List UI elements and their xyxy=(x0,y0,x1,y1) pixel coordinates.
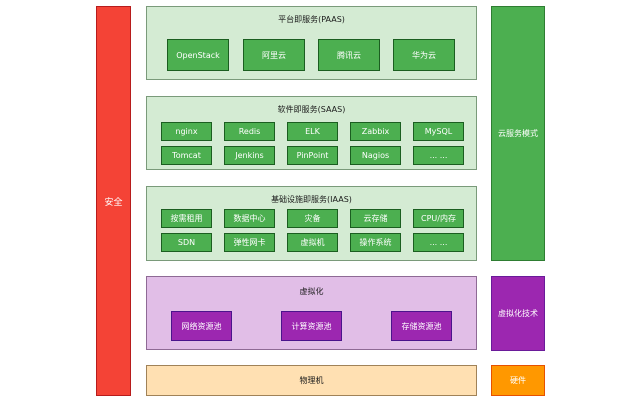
saas-title: 软件即服务(SAAS) xyxy=(277,105,346,114)
saas-item: PinPoint xyxy=(287,146,338,165)
hardware-label: 硬件 xyxy=(510,376,526,385)
saas-item: MySQL xyxy=(413,122,464,141)
saas-item: Nagios xyxy=(350,146,401,165)
virtualization-layer: 虚拟化 网络资源池 计算资源池 存储资源池 xyxy=(146,276,477,350)
iaas-item: 按需租用 xyxy=(161,209,212,228)
paas-title: 平台即服务(PAAS) xyxy=(278,15,345,24)
paas-item-huawei-cloud: 华为云 xyxy=(393,39,455,71)
virtualization-tech-label: 虚拟化技术 xyxy=(498,309,538,318)
saas-layer: 软件即服务(SAAS) nginx Redis ELK Zabbix MySQL… xyxy=(146,96,477,170)
paas-item-tencent-cloud: 腾讯云 xyxy=(318,39,380,71)
paas-item-openstack: OpenStack xyxy=(167,39,229,71)
cloud-service-mode-label: 云服务模式 xyxy=(498,129,538,138)
saas-item: Jenkins xyxy=(224,146,275,165)
network-pool: 网络资源池 xyxy=(171,311,232,341)
paas-item-aliyun: 阿里云 xyxy=(243,39,305,71)
virtualization-title: 虚拟化 xyxy=(299,287,324,296)
iaas-item: 虚拟机 xyxy=(287,233,338,252)
physical-layer: 物理机 xyxy=(146,365,477,396)
iaas-item: 数据中心 xyxy=(224,209,275,228)
paas-layer: 平台即服务(PAAS) OpenStack 阿里云 腾讯云 华为云 xyxy=(146,6,477,80)
compute-pool: 计算资源池 xyxy=(281,311,342,341)
storage-pool: 存储资源池 xyxy=(391,311,452,341)
saas-item: Redis xyxy=(224,122,275,141)
cloud-service-mode-bar: 云服务模式 xyxy=(491,6,545,261)
virtualization-tech-bar: 虚拟化技术 xyxy=(491,276,545,351)
iaas-item: 弹性网卡 xyxy=(224,233,275,252)
iaas-layer: 基础设施即服务(IAAS) 按需租用 数据中心 灾备 云存储 CPU/内存 SD… xyxy=(146,186,477,261)
physical-label: 物理机 xyxy=(299,376,324,385)
saas-item: Zabbix xyxy=(350,122,401,141)
iaas-item: 云存储 xyxy=(350,209,401,228)
saas-item: Tomcat xyxy=(161,146,212,165)
iaas-item: 灾备 xyxy=(287,209,338,228)
iaas-item: CPU/内存 xyxy=(413,209,464,228)
saas-item: nginx xyxy=(161,122,212,141)
iaas-title: 基础设施即服务(IAAS) xyxy=(271,195,352,204)
iaas-item: 操作系统 xyxy=(350,233,401,252)
iaas-item: SDN xyxy=(161,233,212,252)
security-bar: 安全 xyxy=(96,6,131,396)
iaas-item: ... ... xyxy=(413,233,464,252)
saas-item: ... ... xyxy=(413,146,464,165)
saas-item: ELK xyxy=(287,122,338,141)
security-label: 安全 xyxy=(104,197,123,208)
hardware-bar: 硬件 xyxy=(491,365,545,396)
